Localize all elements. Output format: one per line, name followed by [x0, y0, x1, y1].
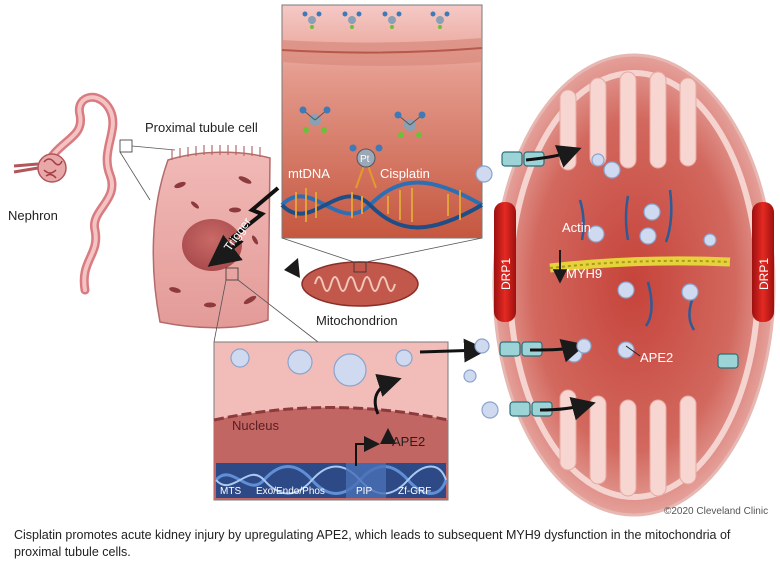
nucleus-zoom-panel: MTS Exo/Endo/Phos PIP Zf-GRF Nucleus APE… [213, 341, 449, 501]
nucleus-label: Nucleus [232, 418, 279, 433]
myh9-label: MYH9 [566, 266, 602, 281]
domain-zf-grf: Zf-GRF [398, 486, 431, 497]
drp1-right-label: DRP1 [757, 258, 771, 290]
cisplatin-molecule-bound: Pt [349, 144, 383, 189]
proximal-tubule-cell [152, 145, 271, 329]
mtdna-zoom-panel: Pt mtDNA Cisplatin [280, 4, 483, 239]
mtdna-label: mtDNA [288, 166, 330, 181]
trigger-arrow [207, 186, 280, 267]
ape2-mito-label: APE2 [640, 350, 673, 365]
actin-label: Actin [562, 220, 591, 235]
figure-caption: Cisplatin promotes acute kidney injury b… [14, 528, 731, 559]
pt-label: Pt [360, 154, 370, 165]
domain-pip: PIP [356, 486, 372, 497]
domain-exo-endo-phos: Exo/Endo/Phos [256, 486, 325, 497]
nephron-illustration [13, 92, 118, 295]
large-mitochondrion [463, 53, 776, 517]
cisplatin-label: Cisplatin [380, 166, 430, 181]
export-arrow [419, 338, 488, 363]
domain-mts: MTS [220, 486, 241, 497]
ape2-nucleus-label: APE2 [392, 434, 425, 449]
small-mitochondrion [301, 261, 419, 307]
nephron-label: Nephron [8, 208, 58, 223]
nephron-zoom-box [119, 139, 133, 153]
mitochondrion-label: Mitochondrion [316, 313, 398, 328]
pointer-triangle [284, 258, 300, 278]
drp1-left-label: DRP1 [499, 258, 513, 290]
proximal-tubule-cell-label: Proximal tubule cell [145, 120, 258, 135]
figure: Nephron Proximal tubule cell Trigger [8, 4, 776, 517]
copyright-label: ©2020 Cleveland Clinic [664, 506, 768, 517]
nucleus-zoom-box [225, 267, 239, 281]
